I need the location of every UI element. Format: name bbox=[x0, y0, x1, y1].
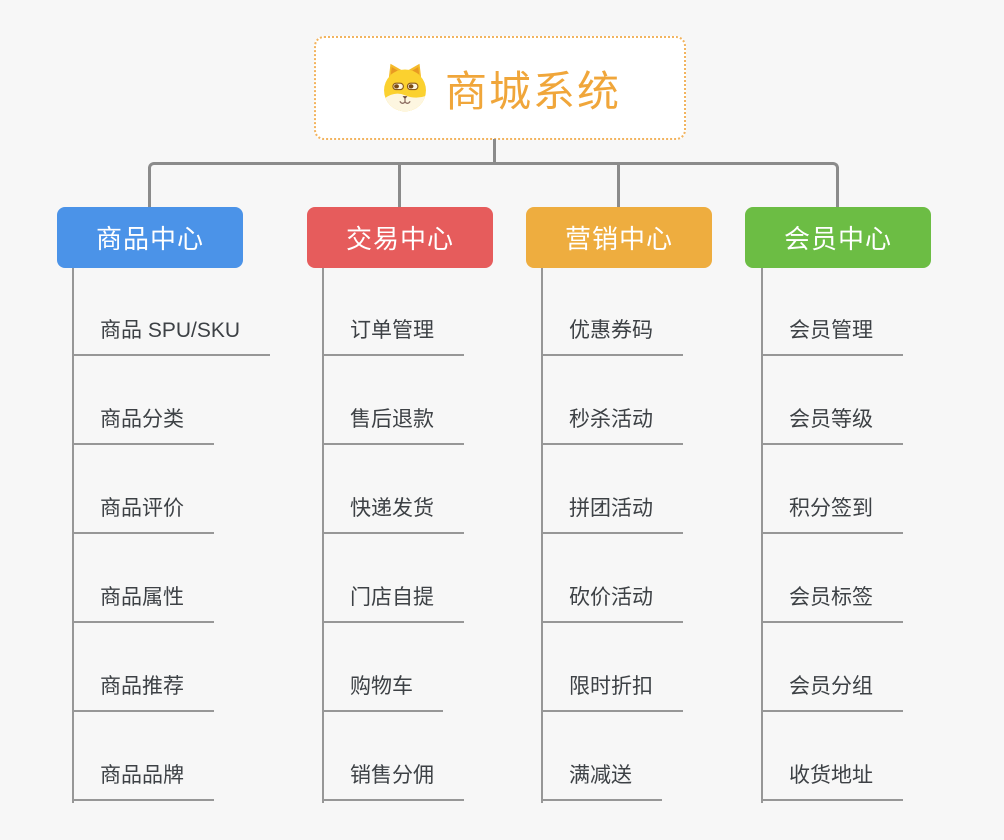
leaf-node[interactable]: 商品 SPU/SKU bbox=[72, 315, 271, 356]
leaf-node[interactable]: 商品分类 bbox=[72, 404, 214, 445]
leaf-node[interactable]: 会员分组 bbox=[761, 671, 903, 712]
dog-face-icon bbox=[384, 63, 426, 112]
leaf-node[interactable]: 优惠券码 bbox=[541, 315, 683, 356]
connector-bus bbox=[148, 162, 839, 208]
branch-column-marketing: 优惠券码 秒杀活动 拼团活动 砍价活动 限时折扣 满减送 bbox=[541, 268, 771, 808]
branch-header-product[interactable]: 商品中心 bbox=[57, 207, 243, 268]
leaf-node[interactable]: 限时折扣 bbox=[541, 671, 683, 712]
leaf-node[interactable]: 收货地址 bbox=[761, 760, 903, 801]
connector-branch-line bbox=[72, 268, 74, 803]
connector-root-stub bbox=[493, 139, 496, 165]
leaf-node[interactable]: 会员等级 bbox=[761, 404, 903, 445]
branch-header-trade[interactable]: 交易中心 bbox=[307, 207, 493, 268]
leaf-node[interactable]: 销售分佣 bbox=[322, 760, 464, 801]
leaf-node[interactable]: 门店自提 bbox=[322, 582, 464, 623]
leaf-node[interactable]: 会员管理 bbox=[761, 315, 903, 356]
leaf-node[interactable]: 砍价活动 bbox=[541, 582, 683, 623]
connector-branch-line bbox=[322, 268, 324, 803]
branch-column-product: 商品 SPU/SKU 商品分类 商品评价 商品属性 商品推荐 商品品牌 bbox=[72, 268, 302, 808]
leaf-node[interactable]: 订单管理 bbox=[322, 315, 464, 356]
leaf-node[interactable]: 会员标签 bbox=[761, 582, 903, 623]
leaf-node[interactable]: 商品评价 bbox=[72, 493, 214, 534]
leaf-node[interactable]: 拼团活动 bbox=[541, 493, 683, 534]
branch-header-member[interactable]: 会员中心 bbox=[745, 207, 931, 268]
leaf-node[interactable]: 商品推荐 bbox=[72, 671, 214, 712]
leaf-node[interactable]: 购物车 bbox=[322, 671, 443, 712]
root-node[interactable]: 商城系统 bbox=[314, 36, 686, 140]
connector-branch-line bbox=[541, 268, 543, 803]
connector-drop-marketing bbox=[617, 165, 620, 207]
root-title: 商城系统 bbox=[444, 67, 621, 115]
branch-column-member: 会员管理 会员等级 积分签到 会员标签 会员分组 收货地址 bbox=[761, 268, 991, 808]
connector-drop-trade bbox=[398, 165, 401, 207]
leaf-node[interactable]: 售后退款 bbox=[322, 404, 464, 445]
leaf-node[interactable]: 满减送 bbox=[541, 760, 662, 801]
leaf-node[interactable]: 积分签到 bbox=[761, 493, 903, 534]
leaf-node[interactable]: 商品品牌 bbox=[72, 760, 214, 801]
leaf-node[interactable]: 秒杀活动 bbox=[541, 404, 683, 445]
branch-header-marketing[interactable]: 营销中心 bbox=[526, 207, 712, 268]
connector-branch-line bbox=[761, 268, 763, 803]
leaf-node[interactable]: 快递发货 bbox=[322, 493, 464, 534]
branch-column-trade: 订单管理 售后退款 快递发货 门店自提 购物车 销售分佣 bbox=[322, 268, 552, 808]
leaf-node[interactable]: 商品属性 bbox=[72, 582, 214, 623]
